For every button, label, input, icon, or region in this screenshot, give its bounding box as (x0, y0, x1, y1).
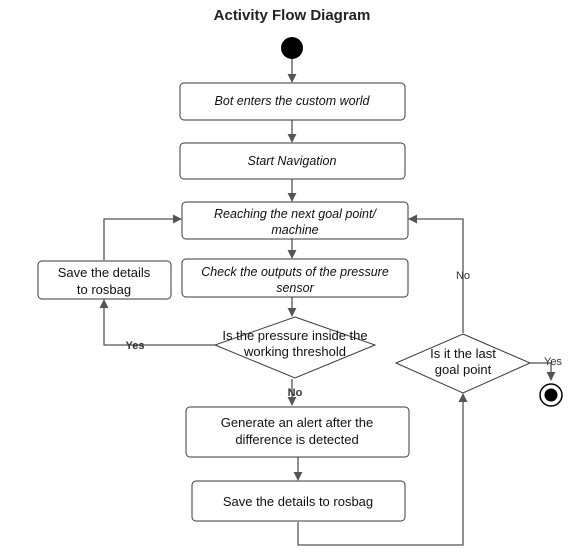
action-check-outputs-label-1: Check the outputs of the pressure (201, 265, 389, 279)
decision-pressure-threshold-label-2: working threshold (243, 344, 346, 359)
edge-last-goal-no (408, 214, 464, 333)
decision-last-goal-label-1: Is it the last (430, 346, 496, 361)
action-check-outputs (181, 258, 409, 298)
edge-label-yes-right: Yes (544, 356, 562, 368)
decision-pressure-threshold (213, 316, 377, 379)
action-bot-enters-label: Bot enters the custom world (215, 94, 371, 108)
edge-label-no-up: No (456, 270, 470, 282)
action-reaching-goal (181, 201, 409, 240)
edge-save-to-last-goal (297, 393, 468, 546)
action-generate-alert-label-1: Generate an alert after the (221, 415, 373, 430)
action-save-details-bottom (191, 480, 406, 522)
action-save-details-left-label-2: to rosbag (77, 282, 131, 297)
action-start-navigation (179, 142, 406, 180)
action-generate-alert-label-2: difference is detected (235, 432, 358, 447)
action-save-details-bottom-label: Save the details to rosbag (223, 494, 373, 509)
action-save-details-left (37, 260, 172, 300)
edge-pressure-yes (99, 299, 215, 346)
end-node-inner (544, 388, 558, 402)
edge-last-goal-yes (530, 362, 556, 381)
edge-label-yes-left: Yes (126, 340, 145, 352)
action-start-navigation-label: Start Navigation (248, 154, 337, 168)
edge-label-no-down: No (288, 387, 303, 399)
action-bot-enters (179, 82, 406, 121)
action-reaching-goal-label-2: machine (271, 223, 318, 237)
decision-pressure-threshold-label-1: Is the pressure inside the (222, 328, 367, 343)
action-reaching-goal-label-1: Reaching the next goal point/ (214, 207, 377, 221)
edge-save-left-to-reaching (103, 214, 182, 260)
action-check-outputs-label-2: sensor (276, 281, 314, 295)
diagram-title: Activity Flow Diagram (214, 7, 371, 24)
action-generate-alert (185, 406, 410, 458)
decision-last-goal (394, 333, 532, 394)
action-save-details-left-label-1: Save the details (58, 265, 151, 280)
start-node (281, 37, 303, 59)
decision-last-goal-label-2: goal point (435, 362, 492, 377)
